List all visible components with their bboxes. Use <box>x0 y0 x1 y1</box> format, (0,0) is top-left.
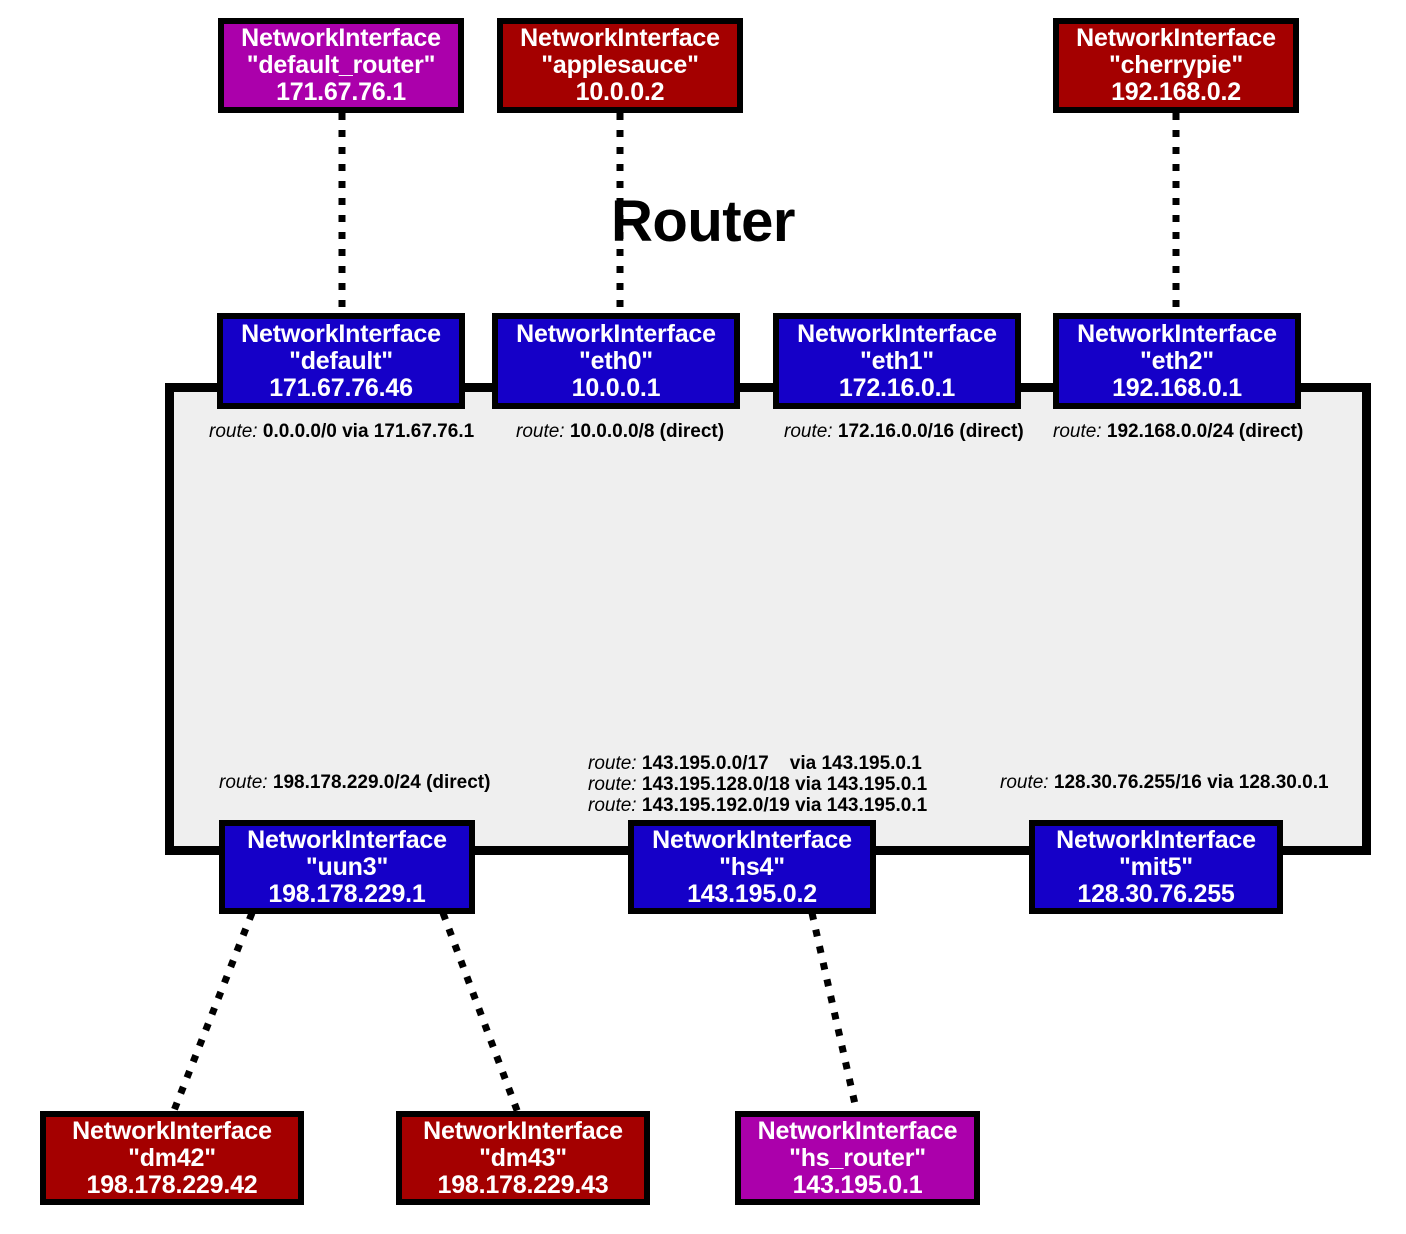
route-value: 143.195.192.0/19 via 143.195.0.1 <box>636 795 928 816</box>
node-type-label: NetworkInterface <box>241 24 441 52</box>
node-default_router[interactable]: NetworkInterface "default_router" 171.67… <box>218 18 464 113</box>
route-value: 192.168.0.0/24 (direct) <box>1101 421 1304 442</box>
node-type-label: NetworkInterface <box>1076 24 1276 52</box>
route-keyword: route: <box>784 421 833 442</box>
node-type-label: NetworkInterface <box>247 825 447 854</box>
route-keyword: route: <box>1053 421 1102 442</box>
route-value: 198.178.229.0/24 (direct) <box>267 772 491 793</box>
node-mit5[interactable]: NetworkInterface "mit5" 128.30.76.255 <box>1029 820 1283 914</box>
node-address-label: 10.0.0.2 <box>575 78 665 106</box>
node-eth1[interactable]: NetworkInterface "eth1" 172.16.0.1 <box>773 313 1021 409</box>
router-body <box>165 383 1371 855</box>
node-cherrypie[interactable]: NetworkInterface "cherrypie" 192.168.0.2 <box>1053 18 1299 113</box>
node-type-label: NetworkInterface <box>516 319 716 348</box>
node-name-label: "hs4" <box>719 852 785 881</box>
node-name-label: "cherrypie" <box>1108 51 1244 79</box>
node-name-label: "eth0" <box>579 346 653 375</box>
route-value: 143.195.128.0/18 via 143.195.0.1 <box>636 774 928 795</box>
route-keyword: route: <box>588 753 637 774</box>
node-dm42[interactable]: NetworkInterface "dm42" 198.178.229.42 <box>40 1111 304 1205</box>
route-keyword: route: <box>588 774 637 795</box>
node-address-label: 128.30.76.255 <box>1077 879 1235 908</box>
node-address-label: 10.0.0.1 <box>571 373 661 402</box>
node-name-label: "default" <box>289 346 393 375</box>
node-type-label: NetworkInterface <box>520 24 720 52</box>
node-eth0[interactable]: NetworkInterface "eth0" 10.0.0.1 <box>492 313 740 409</box>
node-name-label: "hs_router" <box>789 1143 926 1172</box>
node-dm43[interactable]: NetworkInterface "dm43" 198.178.229.43 <box>396 1111 650 1205</box>
route-keyword: route: <box>588 795 637 816</box>
route-value: 143.195.0.0/17 via 143.195.0.1 <box>636 753 922 774</box>
node-name-label: "mit5" <box>1119 852 1193 881</box>
route-label-uun3: route: 198.178.229.0/24 (direct) <box>219 772 490 793</box>
node-uun3[interactable]: NetworkInterface "uun3" 198.178.229.1 <box>219 820 475 914</box>
route-value: 10.0.0.0/8 (direct) <box>564 421 725 442</box>
route-label-default: route: 0.0.0.0/0 via 171.67.76.1 <box>209 421 474 442</box>
node-name-label: "dm43" <box>479 1143 567 1172</box>
route-label-eth1: route: 172.16.0.0/16 (direct) <box>784 421 1024 442</box>
node-address-label: 198.178.229.43 <box>437 1170 609 1199</box>
node-applesauce[interactable]: NetworkInterface "applesauce" 10.0.0.2 <box>497 18 743 113</box>
route-keyword: route: <box>1000 772 1049 793</box>
node-type-label: NetworkInterface <box>757 1116 958 1145</box>
node-address-label: 143.195.0.2 <box>687 879 817 908</box>
node-hs_router[interactable]: NetworkInterface "hs_router" 143.195.0.1 <box>735 1111 980 1205</box>
node-address-label: 171.67.76.46 <box>269 373 413 402</box>
node-address-label: 143.195.0.1 <box>792 1170 923 1199</box>
node-type-label: NetworkInterface <box>241 319 441 348</box>
node-type-label: NetworkInterface <box>1056 825 1256 854</box>
route-label-hs4: route: 143.195.0.0/17 via 143.195.0.1 ro… <box>588 753 927 816</box>
node-address-label: 172.16.0.1 <box>838 373 956 402</box>
node-address-label: 198.178.229.1 <box>268 879 426 908</box>
node-name-label: "dm42" <box>128 1143 216 1172</box>
route-label-eth0: route: 10.0.0.0/8 (direct) <box>516 421 724 442</box>
node-type-label: NetworkInterface <box>797 319 997 348</box>
node-address-label: 198.178.229.42 <box>86 1170 258 1199</box>
node-name-label: "uun3" <box>305 852 389 881</box>
route-keyword: route: <box>209 421 258 442</box>
node-hs4[interactable]: NetworkInterface "hs4" 143.195.0.2 <box>628 820 876 914</box>
node-address-label: 192.168.0.1 <box>1112 373 1242 402</box>
route-value: 128.30.76.255/16 via 128.30.0.1 <box>1048 772 1329 793</box>
node-eth2[interactable]: NetworkInterface "eth2" 192.168.0.1 <box>1053 313 1301 409</box>
node-type-label: NetworkInterface <box>72 1116 272 1145</box>
node-name-label: "applesauce" <box>541 51 699 79</box>
node-address-label: 171.67.76.1 <box>276 78 406 106</box>
route-keyword: route: <box>516 421 565 442</box>
node-type-label: NetworkInterface <box>652 825 852 854</box>
node-address-label: 192.168.0.2 <box>1111 78 1241 106</box>
router-title: Router <box>611 189 795 254</box>
route-value: 172.16.0.0/16 (direct) <box>832 421 1024 442</box>
node-name-label: "eth1" <box>860 346 934 375</box>
route-keyword: route: <box>219 772 268 793</box>
node-name-label: "default_router" <box>246 51 436 79</box>
route-label-mit5: route: 128.30.76.255/16 via 128.30.0.1 <box>1000 772 1329 793</box>
node-type-label: NetworkInterface <box>423 1116 623 1145</box>
node-type-label: NetworkInterface <box>1077 319 1277 348</box>
node-name-label: "eth2" <box>1140 346 1214 375</box>
route-label-eth2: route: 192.168.0.0/24 (direct) <box>1053 421 1303 442</box>
route-value: 0.0.0.0/0 via 171.67.76.1 <box>257 421 475 442</box>
node-default[interactable]: NetworkInterface "default" 171.67.76.46 <box>217 313 465 409</box>
